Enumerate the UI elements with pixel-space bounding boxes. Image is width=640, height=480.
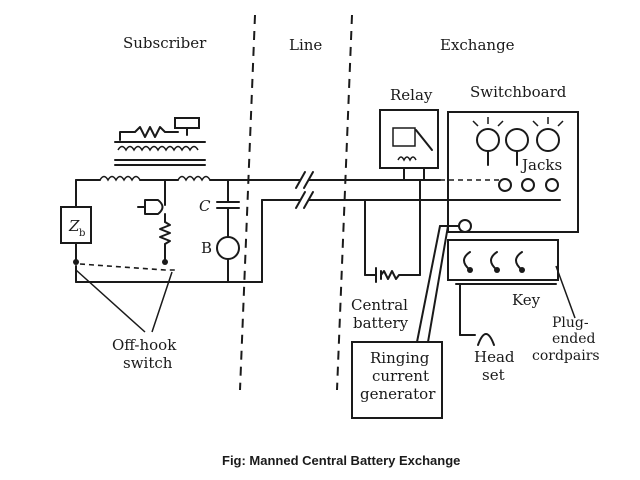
svg-text:Z: Z — [68, 217, 80, 235]
key-label: Key — [512, 291, 541, 309]
handset-transmitter — [114, 117, 206, 166]
switchboard-label: Switchboard — [470, 83, 567, 101]
cord-switch: Key — [447, 239, 576, 319]
bell-b: B — [201, 236, 240, 283]
impedance-zb: Z b — [60, 206, 92, 265]
head-set: Head set — [459, 284, 515, 384]
switchboard-panel: Jacks — [439, 111, 579, 233]
region-exchange-label: Exchange — [440, 36, 515, 54]
jacks-label: Jacks — [520, 156, 562, 174]
svg-text:b: b — [79, 228, 85, 239]
subscriber-bottom-wire — [75, 199, 293, 283]
region-subscriber-label: Subscriber — [123, 34, 207, 52]
svg-text:Plug-: Plug- — [552, 315, 589, 331]
svg-text:Head: Head — [474, 348, 515, 366]
svg-text:C: C — [199, 197, 211, 215]
central-battery: Central battery — [351, 179, 421, 332]
figure-caption: Fig: Manned Central Battery Exchange — [222, 453, 460, 468]
svg-text:set: set — [482, 366, 505, 384]
transmission-line — [291, 171, 441, 209]
svg-text:Central: Central — [351, 296, 408, 314]
relay — [379, 109, 439, 181]
capacitor-c: C — [199, 179, 240, 238]
svg-text:switch: switch — [123, 354, 173, 372]
svg-text:Off-hook: Off-hook — [112, 336, 177, 354]
region-line-label: Line — [289, 36, 322, 54]
relay-label: Relay — [390, 86, 433, 104]
svg-text:battery: battery — [353, 314, 409, 332]
svg-text:generator: generator — [360, 385, 436, 403]
svg-text:current: current — [372, 367, 429, 385]
svg-text:ended: ended — [552, 331, 596, 347]
divider-line-exchange — [336, 14, 353, 391]
divider-subscriber-line — [239, 14, 256, 391]
svg-text:Ringing: Ringing — [370, 349, 430, 367]
subscriber-top-wire — [75, 175, 293, 263]
svg-text:B: B — [201, 239, 212, 257]
receiver-branch — [137, 179, 171, 265]
ringing-generator: Ringing current generator — [351, 225, 460, 419]
svg-text:cordpairs: cordpairs — [532, 348, 600, 364]
offhook-switch-label: Off-hook switch — [75, 269, 177, 372]
plug-cordpairs-label: Plug- ended cordpairs — [532, 315, 600, 364]
